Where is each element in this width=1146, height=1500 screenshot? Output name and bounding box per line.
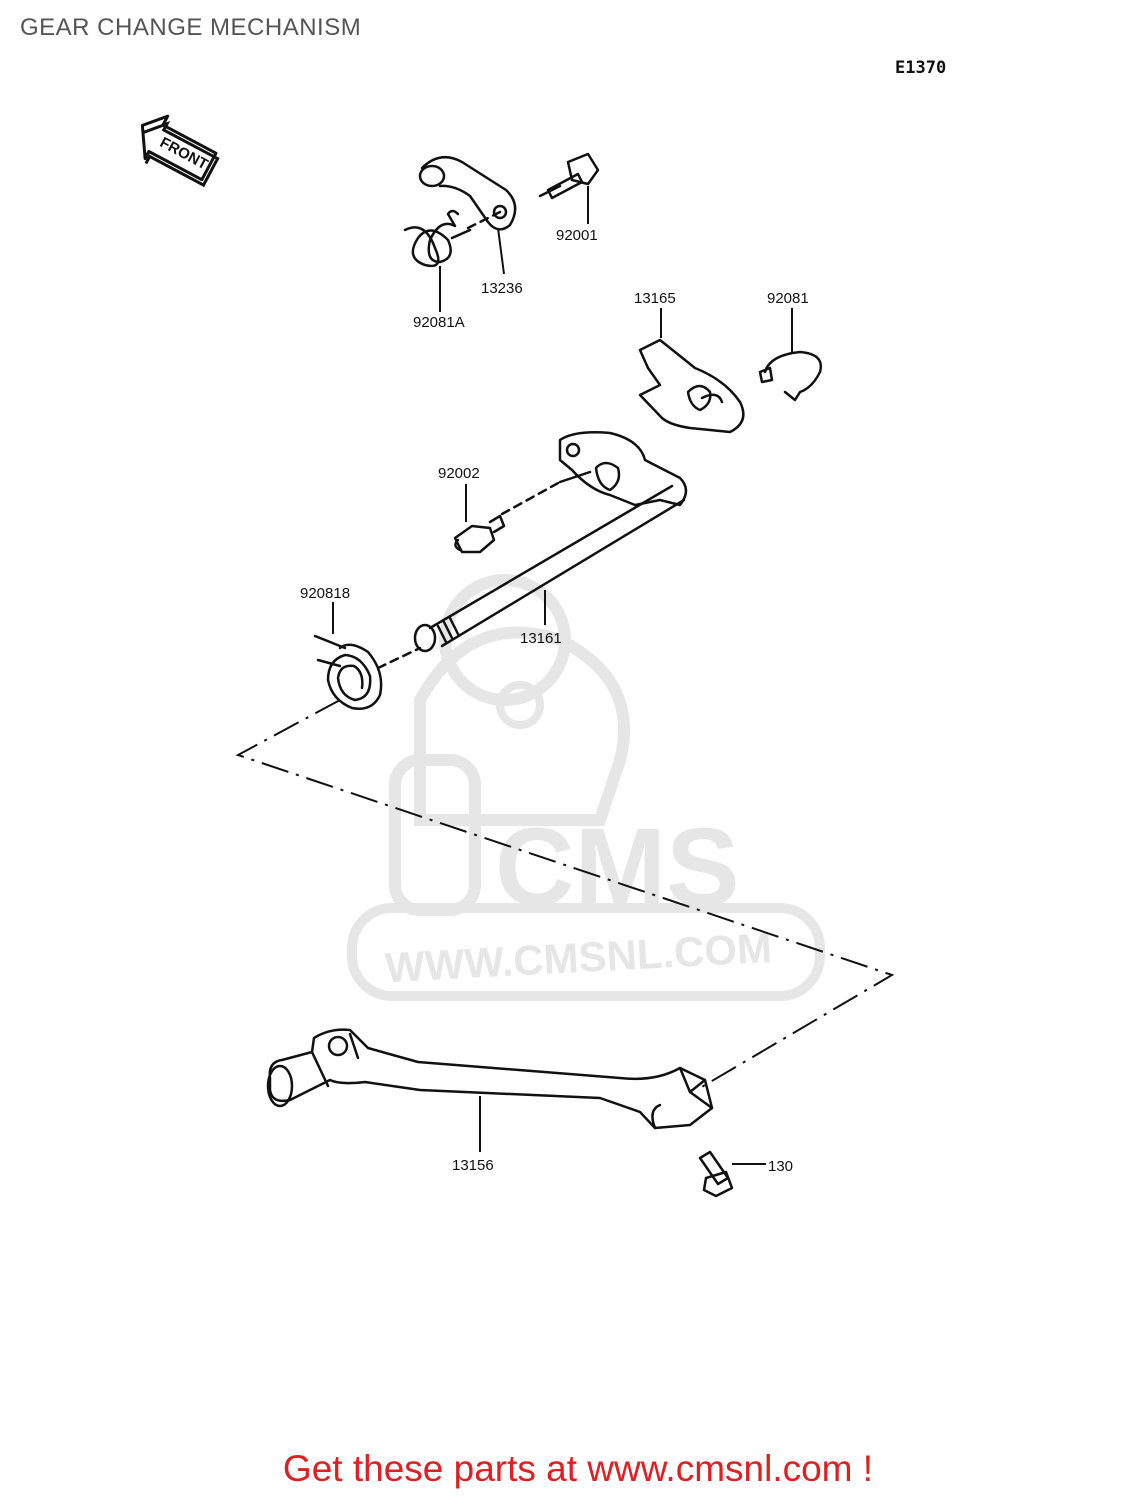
- label-13165: 13165: [634, 290, 676, 307]
- front-arrow-icon: FRONT: [140, 114, 220, 188]
- part-92001-bolt: [538, 152, 600, 200]
- label-92001: 92001: [556, 227, 598, 244]
- label-13236: 13236: [481, 280, 523, 297]
- label-920818: 920818: [300, 585, 350, 602]
- label-13161: 13161: [520, 630, 562, 647]
- part-13156-lever: [266, 1028, 714, 1130]
- assembly-lines: [235, 699, 895, 1089]
- label-130: 130: [768, 1158, 793, 1175]
- part-13236-arm: [418, 155, 517, 231]
- part-13165-plate: [638, 338, 745, 434]
- part-92002-bolt: [453, 470, 592, 554]
- leader-lines: [332, 186, 793, 1165]
- part-92081-clip: [758, 350, 823, 402]
- part-labels: 92001 13236 92081A 13165 92081 92002 920…: [300, 227, 809, 1175]
- label-92081a: 92081A: [413, 314, 465, 331]
- diagram-code: E1370: [895, 58, 947, 78]
- promo-link[interactable]: Get these parts at www.cmsnl.com !: [0, 1448, 1146, 1490]
- promo-text[interactable]: Get these parts at www.cmsnl.com !: [282, 1448, 874, 1489]
- watermark-url-text: WWW.CMSNL.COM: [384, 924, 773, 991]
- label-92002: 92002: [438, 465, 480, 482]
- part-13161-shaft: [413, 431, 688, 653]
- label-92081: 92081: [767, 290, 809, 307]
- label-13156: 13156: [452, 1157, 494, 1174]
- page-title: GEAR CHANGE MECHANISM: [20, 14, 362, 41]
- cmsnl-watermark: CMS WWW.CMSNL.COM: [347, 574, 825, 1001]
- part-130-bolt: [698, 1150, 734, 1198]
- part-92081a-spring: [403, 209, 502, 268]
- part-920818-spring: [313, 634, 422, 710]
